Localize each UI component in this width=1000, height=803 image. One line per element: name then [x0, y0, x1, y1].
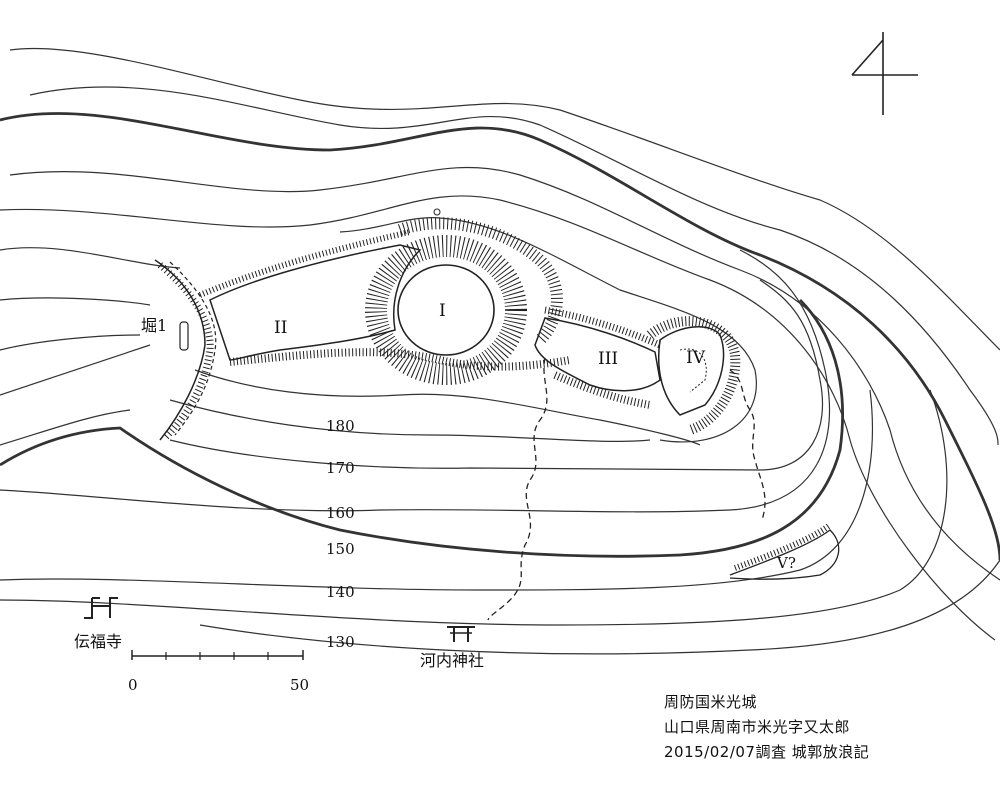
- enclosure-iv: [646, 316, 741, 435]
- moat-1: [154, 259, 217, 441]
- enclosure-v: [729, 522, 840, 580]
- label-temple: 伝福寺: [74, 632, 122, 651]
- contour-label-140: 140: [326, 583, 355, 601]
- label-enclosure-ii: II: [274, 318, 287, 338]
- map-caption: 周防国米光城 山口県周南市米光字又太郎 2015/02/07調査 城郭放浪記: [664, 690, 869, 765]
- caption-title: 周防国米光城: [664, 693, 758, 711]
- contour-label-130: 130: [326, 633, 355, 651]
- label-enclosure-i: I: [439, 301, 446, 321]
- label-shrine: 河内神社: [420, 651, 484, 670]
- enclosure-ii: [198, 229, 571, 371]
- enclosure-iii: [534, 306, 662, 409]
- scale-bar: 0 50: [128, 650, 309, 694]
- contour-label-180: 180: [326, 417, 355, 435]
- temple-icon: [84, 597, 118, 619]
- contour-lines: [0, 47, 1000, 655]
- label-moat-1: 堀1: [141, 316, 167, 335]
- trails: [487, 357, 766, 621]
- contour-label-150: 150: [326, 540, 355, 558]
- caption-survey: 2015/02/07調査 城郭放浪記: [664, 743, 870, 761]
- scale-start: 0: [128, 676, 138, 694]
- label-enclosure-v: V?: [776, 554, 796, 572]
- north-arrow-icon: [851, 32, 918, 115]
- label-enclosure-iv: IV: [686, 348, 706, 368]
- label-enclosure-iii: III: [598, 349, 618, 369]
- contour-label-160: 160: [326, 504, 355, 522]
- contour-label-170: 170: [326, 459, 355, 477]
- enclosure-i: [365, 208, 563, 385]
- scale-end: 50: [290, 676, 309, 694]
- caption-address: 山口県周南市米光字又太郎: [664, 718, 851, 736]
- shrine-icon: [447, 626, 475, 642]
